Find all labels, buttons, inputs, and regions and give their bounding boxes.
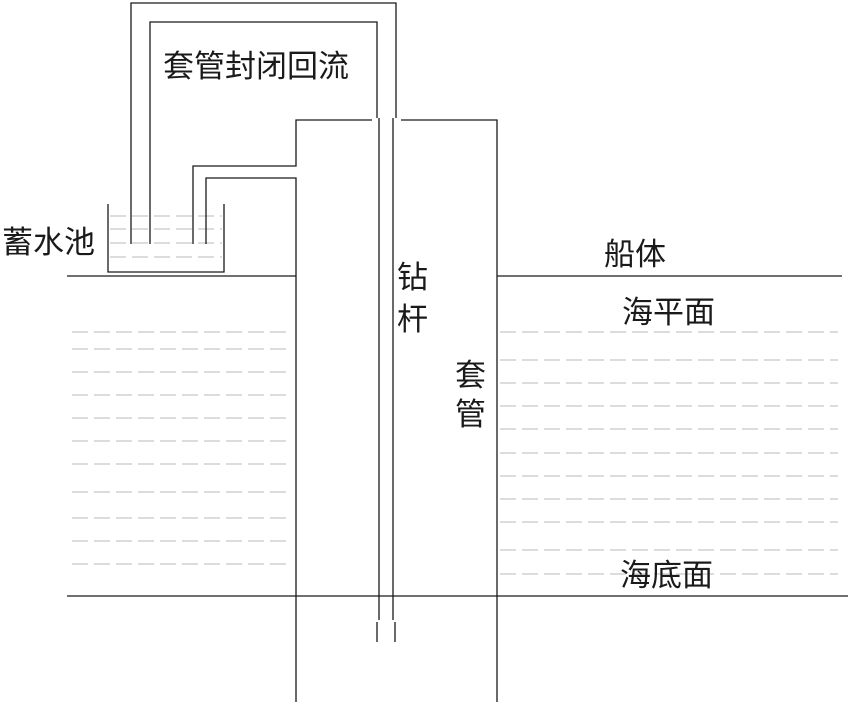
label-casing-top: 套: [455, 358, 486, 394]
casing: [192, 119, 498, 702]
label-hull: 船体: [604, 237, 666, 273]
label-casing-closed-return: 套管封闭回流: [163, 49, 349, 85]
label-reservoir: 蓄水池: [2, 225, 95, 261]
sea-water-right: [500, 331, 838, 575]
return-pipe: [130, 2, 397, 244]
reservoir-tank: [107, 204, 225, 273]
label-drill-pipe-bottom: 杆: [397, 302, 428, 338]
label-casing-bottom: 管: [455, 397, 486, 433]
sea-water-left: [72, 331, 292, 565]
label-drill-pipe-top: 钻: [397, 260, 428, 296]
reservoir-water: [110, 215, 222, 258]
drill-pipe: [376, 118, 396, 642]
label-sea-level: 海平面: [622, 295, 715, 331]
label-seabed: 海底面: [620, 558, 713, 594]
